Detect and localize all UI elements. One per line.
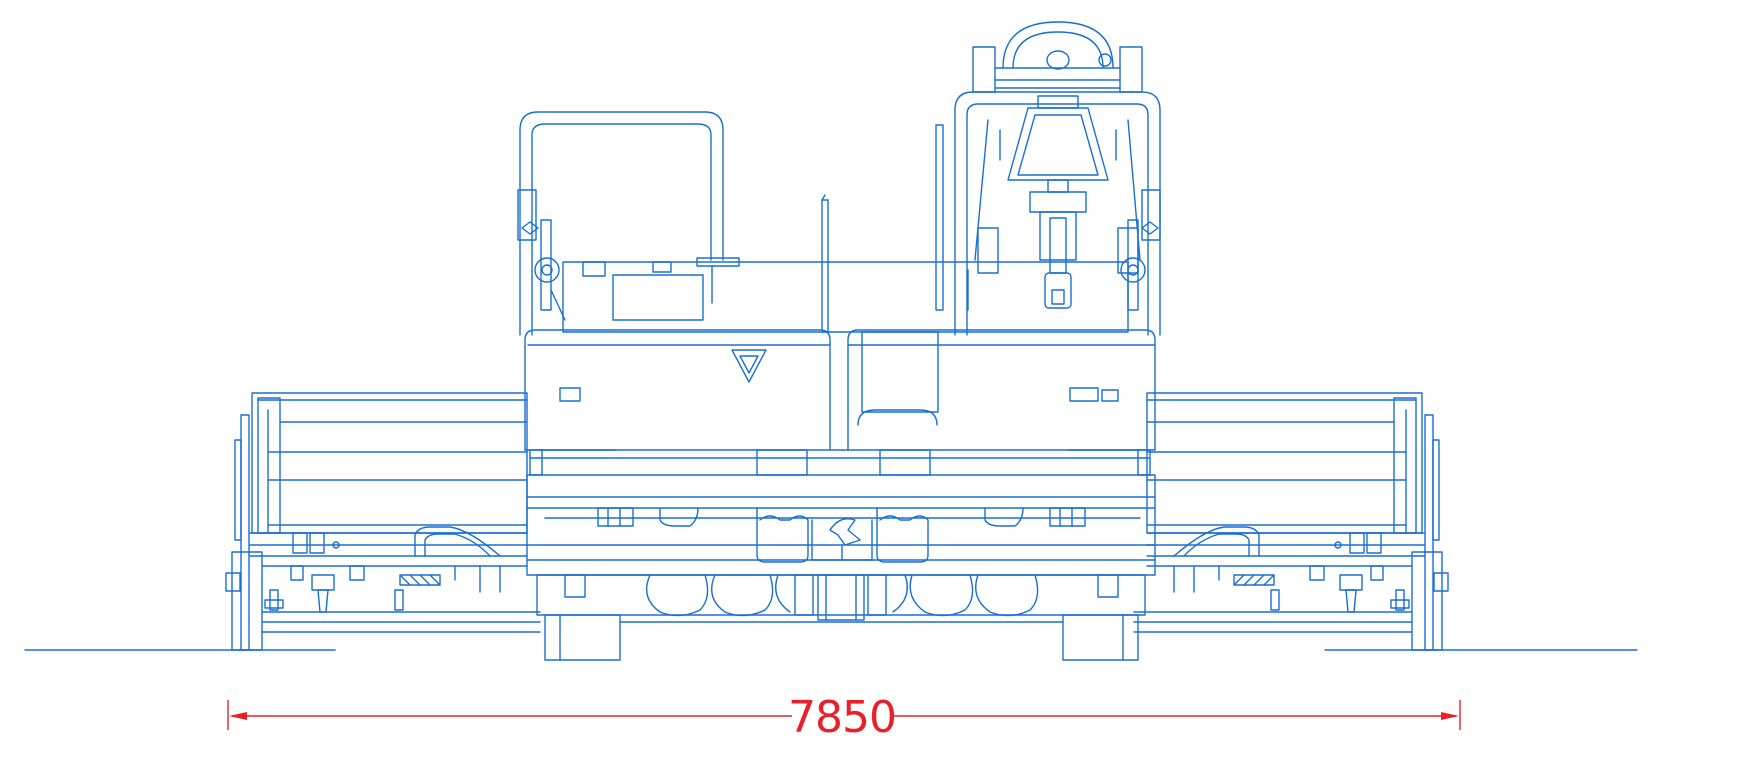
hopper-panels	[524, 329, 1156, 451]
left-screed-extension	[225, 392, 541, 651]
width-dimension: 7850	[227, 692, 1461, 743]
dimension-label: 7850	[788, 692, 896, 743]
conveyor-section	[524, 449, 1156, 576]
right-operator-station	[935, 21, 1161, 336]
left-canopy-frame	[517, 111, 724, 336]
right-screed-extension	[1133, 392, 1449, 651]
tractor-undercarriage	[536, 574, 1146, 661]
engine-block	[562, 194, 1129, 333]
